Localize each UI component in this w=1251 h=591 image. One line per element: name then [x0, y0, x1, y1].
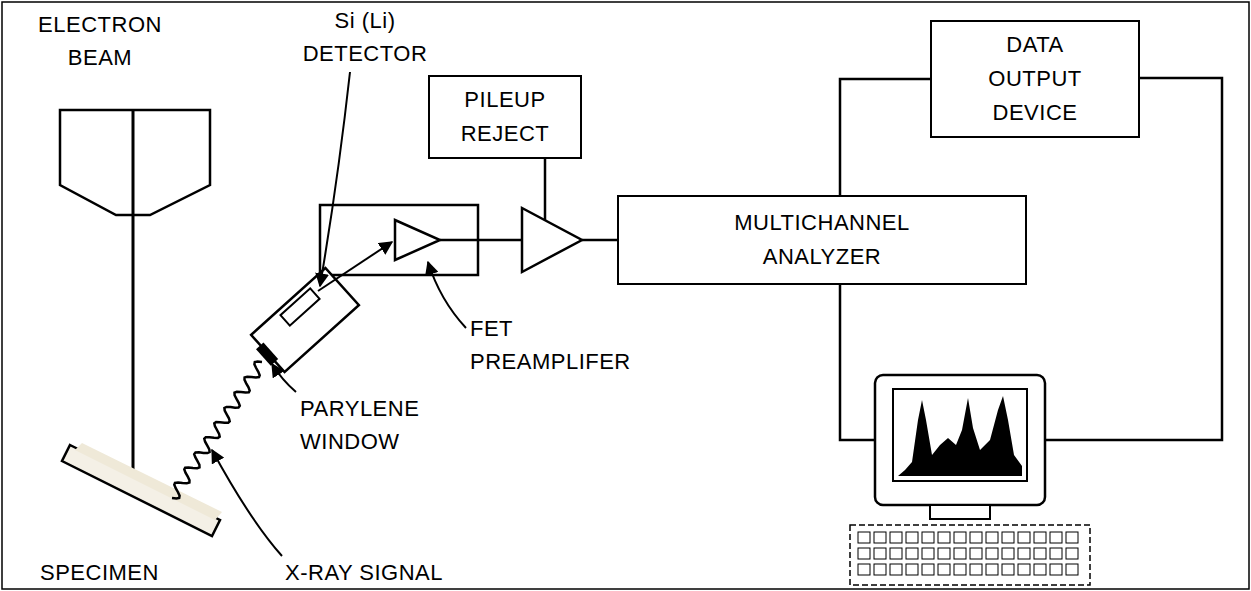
key	[1050, 564, 1062, 575]
spectrum-peaks	[898, 396, 1022, 476]
process-box: MULTICHANNEL ANALYZER	[617, 195, 1027, 285]
detector-snout	[251, 268, 359, 372]
key	[1034, 532, 1046, 543]
signal-label: X-RAY SIGNAL	[285, 556, 443, 589]
key	[938, 548, 950, 559]
part-label: ELECTRON BEAM	[25, 8, 175, 74]
key	[1034, 548, 1046, 559]
key	[1066, 564, 1078, 575]
key	[890, 564, 902, 575]
key	[874, 564, 886, 575]
key	[1002, 548, 1014, 559]
preamp-out-wire	[440, 239, 478, 242]
key	[1066, 532, 1078, 543]
preamp-leader	[428, 262, 466, 328]
keyboard	[850, 525, 1090, 585]
key	[922, 564, 934, 575]
fet-preamp-symbol	[395, 220, 440, 260]
key	[906, 548, 918, 559]
electron-beam-line	[132, 110, 135, 490]
electron-gun	[60, 110, 210, 215]
part-label: Si (Li) DETECTOR	[285, 4, 445, 70]
key	[890, 548, 902, 559]
key	[938, 532, 950, 543]
part-label: PARYLENE WINDOW	[300, 392, 430, 458]
amplifier-symbol	[522, 208, 582, 272]
key	[1034, 564, 1046, 575]
key	[1002, 564, 1014, 575]
monitor-base	[930, 505, 990, 519]
key	[906, 532, 918, 543]
process-box: PILEUP REJECT	[428, 75, 582, 159]
key	[970, 564, 982, 575]
connector-wire	[840, 79, 930, 195]
xray-leader	[212, 450, 282, 556]
amp-to-mca-wire	[582, 239, 617, 242]
window-leader	[272, 364, 296, 392]
key	[1018, 532, 1030, 543]
key	[1066, 548, 1078, 559]
key	[1050, 548, 1062, 559]
screen	[893, 389, 1027, 481]
part-label: FET PREAMPLIFER	[470, 312, 635, 378]
box-label: PILEUP REJECT	[440, 83, 570, 151]
key	[1018, 564, 1030, 575]
parylene-window	[256, 343, 278, 366]
x-ray-wave	[172, 362, 262, 499]
key	[906, 564, 918, 575]
specimen-glow	[75, 443, 222, 520]
detector-leader	[320, 72, 350, 286]
key	[1050, 532, 1062, 543]
key	[1002, 532, 1014, 543]
process-box: DATA OUTPUT DEVICE	[930, 20, 1140, 138]
box-label: MULTICHANNEL ANALYZER	[712, 206, 932, 274]
key	[986, 548, 998, 559]
mca-to-computer-wire	[840, 285, 875, 440]
monitor	[875, 375, 1045, 505]
key	[858, 532, 870, 543]
key	[954, 548, 966, 559]
key	[858, 564, 870, 575]
key	[874, 532, 886, 543]
key	[970, 532, 982, 543]
key	[954, 564, 966, 575]
key	[970, 548, 982, 559]
box-label: DATA OUTPUT DEVICE	[960, 28, 1110, 130]
si-li-crystal	[280, 288, 319, 325]
key	[1018, 548, 1030, 559]
key	[890, 532, 902, 543]
key	[986, 532, 998, 543]
key	[954, 532, 966, 543]
key	[874, 548, 886, 559]
detector-housing	[320, 205, 478, 275]
key	[858, 548, 870, 559]
key	[938, 564, 950, 575]
housing-to-amp-wire	[478, 239, 522, 242]
key	[922, 532, 934, 543]
keyboard-keys	[858, 532, 1078, 575]
part-label: SPECIMEN	[40, 556, 159, 589]
key	[922, 548, 934, 559]
key	[986, 564, 998, 575]
signal-arrow	[318, 242, 392, 291]
